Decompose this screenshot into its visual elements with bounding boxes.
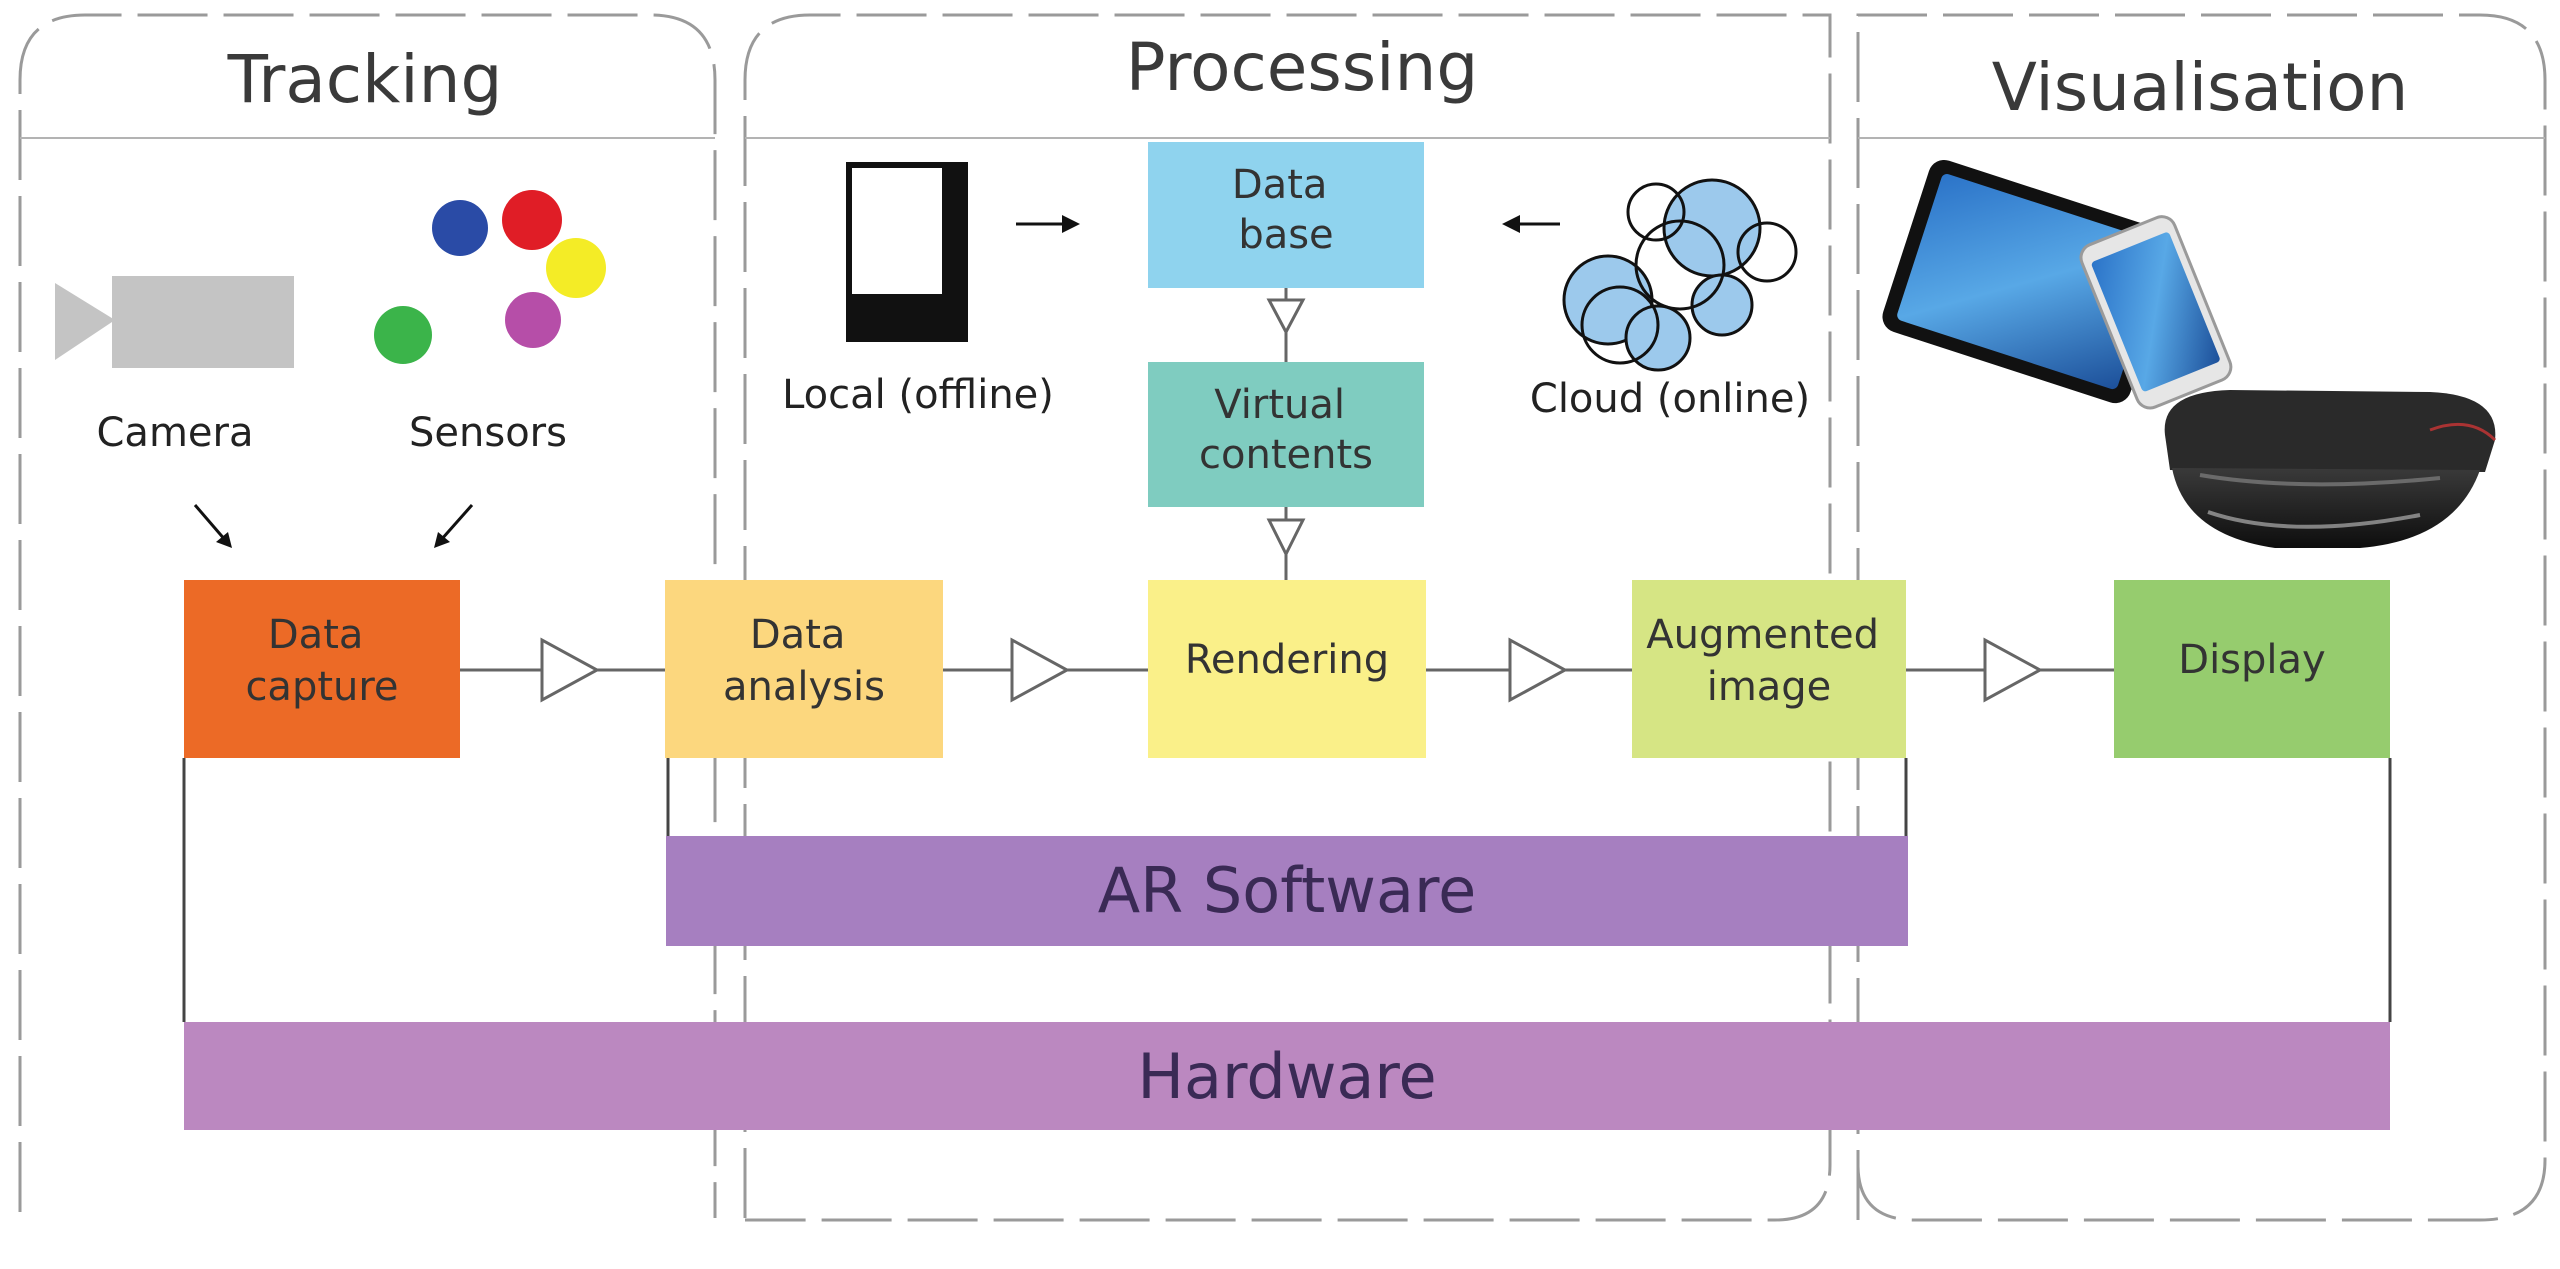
camera-icon (55, 276, 294, 368)
augmented-image-label: Augmented image (1646, 612, 1891, 710)
tablet-smartphone-icon (1882, 159, 2233, 410)
sensors-label: Sensors (409, 410, 567, 456)
hardware-bracket-lines (182, 758, 2392, 1022)
augmented-image-box (1632, 580, 1906, 758)
virtual-contents-box (1148, 362, 1424, 507)
database-to-virtual-connector (1266, 288, 1306, 362)
tracking-section: Tracking (18, 13, 717, 1218)
cloud-icon (1562, 178, 1798, 372)
data-analysis-box (665, 580, 943, 758)
visualisation-section: Visualisation (1856, 13, 2547, 1222)
cloud-label: Cloud (online) (1530, 376, 1810, 422)
sensors-arrow (434, 504, 474, 548)
processing-section: Processing (743, 13, 1832, 1222)
data-capture-label: Data capture (245, 612, 398, 710)
sensors-icon (374, 190, 606, 364)
cloud-to-database-arrow (1502, 215, 1560, 233)
camera-arrow (193, 504, 232, 548)
visualisation-title: Visualisation (1992, 49, 2409, 126)
data-analysis-label: Data analysis (723, 612, 885, 710)
virtual-contents-label: Virtual contents (1199, 382, 1373, 478)
virtual-to-rendering-connector (1266, 507, 1306, 580)
pipeline-connectors (460, 637, 2114, 703)
tracking-title: Tracking (227, 41, 503, 118)
display-label: Display (2178, 637, 2325, 683)
display-box (2114, 580, 2390, 758)
rendering-label: Rendering (1185, 637, 1389, 683)
ar-software-label: AR Software (1098, 854, 1477, 927)
hardware-label: Hardware (1137, 1040, 1436, 1113)
ar-software-bar (666, 836, 1908, 946)
ar-headset-icon (2164, 390, 2497, 548)
hardware-bar (184, 1022, 2390, 1130)
local-to-database-arrow (1016, 215, 1080, 233)
database-label: Data base (1232, 162, 1340, 258)
rendering-box (1148, 580, 1426, 758)
processing-title: Processing (1126, 29, 1478, 106)
data-capture-box (184, 580, 460, 758)
local-storage-icon (846, 162, 968, 342)
database-box (1148, 142, 1424, 288)
software-bracket-lines (666, 758, 1908, 836)
local-label: Local (offline) (782, 372, 1054, 418)
camera-label: Camera (97, 410, 254, 456)
